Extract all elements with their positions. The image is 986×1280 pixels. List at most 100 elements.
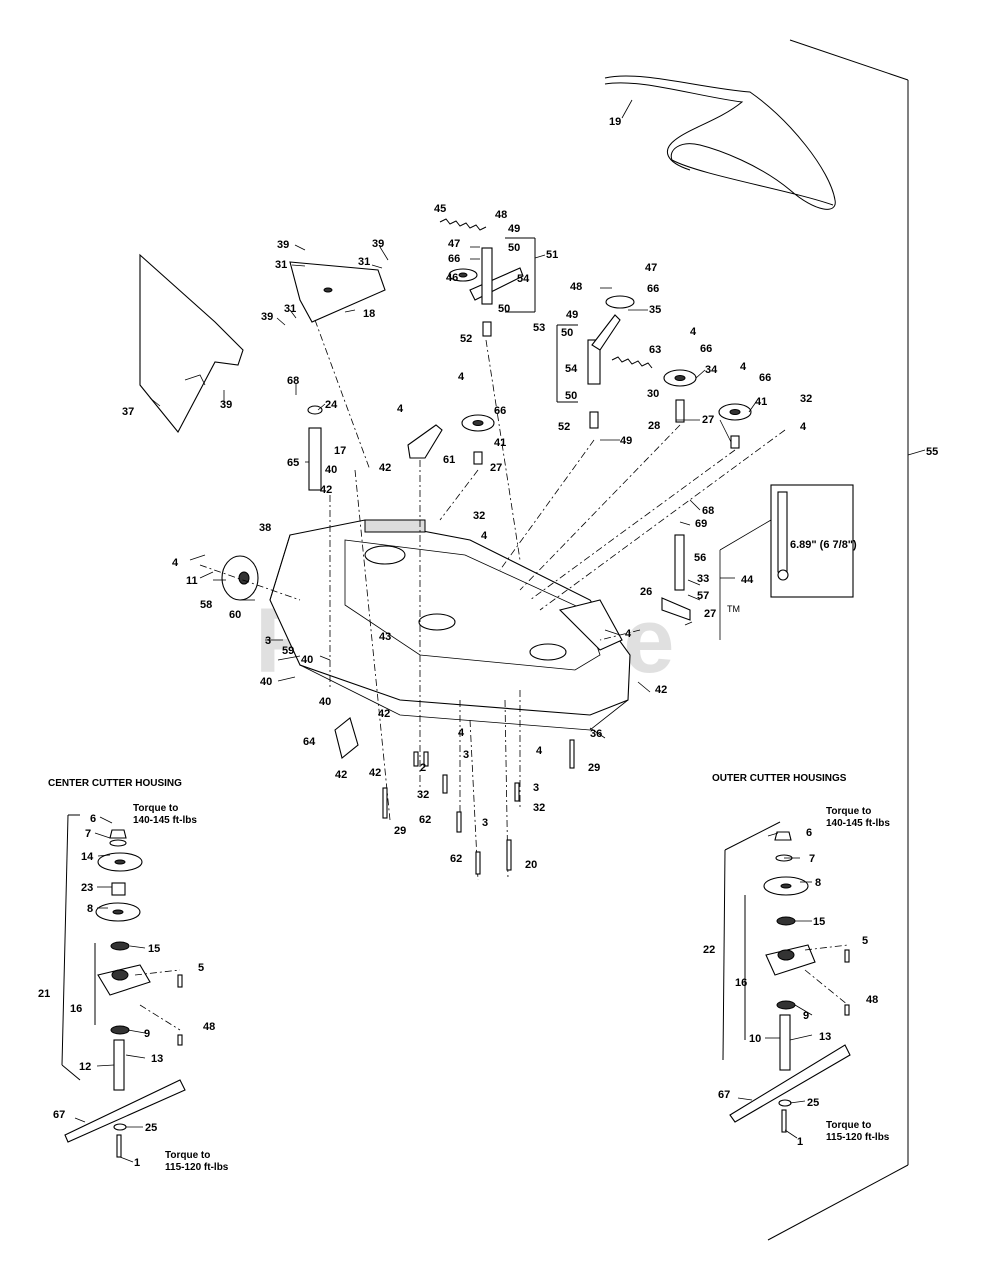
callout: 15 [148,943,160,955]
callout: 33 [697,573,709,585]
callout: 53 [533,322,545,334]
callout: 41 [755,396,767,408]
page-frame [767,39,926,1241]
callout: 49 [566,309,578,321]
callout: 39 [372,238,384,250]
callout: 17 [334,445,346,457]
callout: 61 [443,454,455,466]
callout: 51 [546,249,558,261]
callout: 25 [807,1097,819,1109]
callout: 64 [303,736,316,748]
callout: 8 [815,877,821,889]
lift-rod-65 [307,405,323,491]
callout: 5 [862,935,868,947]
callout: 47 [448,238,460,250]
callout: 67 [718,1089,730,1101]
callout: 13 [819,1031,831,1043]
callout: 15 [813,916,825,928]
callout: 55 [926,446,938,458]
callout: 5 [198,962,204,974]
torque-note-center-top-1: Torque to [133,803,178,814]
torque-note-center-top-2: 140-145 ft-lbs [133,815,197,826]
callout: 16 [70,1003,82,1015]
callout: 2 [420,762,426,774]
callout: 46 [446,272,458,284]
callout: 69 [695,518,707,530]
callout: 21 [38,988,50,1000]
callout: 31 [275,259,287,271]
callout: 68 [702,505,714,517]
callout: 4 [397,403,404,415]
torque-note-center-bottom-2: 115-120 ft-lbs [165,1162,229,1173]
callout: 44 [741,574,754,586]
callout: 66 [494,405,506,417]
callout: 66 [647,283,659,295]
callout: 12 [79,1061,91,1073]
callout: 60 [229,609,241,621]
callout: 40 [325,464,337,476]
callout: 66 [759,372,771,384]
callout: 52 [460,333,472,345]
callout: 43 [379,631,391,643]
callout: 49 [508,223,520,235]
callout: 62 [419,814,431,826]
torque-note-outer-top-2: 140-145 ft-lbs [826,818,890,829]
callout: 1 [797,1136,803,1148]
callout: 3 [482,817,488,829]
outer-cutter-housing [722,821,851,1133]
callout: 25 [145,1122,157,1134]
callout: 26 [640,586,652,598]
callout: 22 [703,944,715,956]
callout: 18 [363,308,375,320]
belt-cover-18 [289,261,386,323]
callout: 66 [700,343,712,355]
callout: 4 [481,530,488,542]
belt-19 [604,75,836,210]
callout: 1 [134,1157,140,1169]
callout: 4 [458,371,465,383]
callout: 42 [335,769,347,781]
callout: 63 [649,344,661,356]
springs [439,218,653,369]
callout: 62 [450,853,462,865]
torque-note-outer-bottom-1: Torque to [826,1120,871,1131]
callout: 41 [494,437,506,449]
callout: 11 [186,575,198,587]
callout: 49 [620,435,632,447]
callout: 54 [565,363,578,375]
callout: 16 [735,977,747,989]
bracket-64 [334,717,359,759]
callout: 20 [525,859,537,871]
leader-lines [74,816,849,1163]
callout: 48 [203,1021,215,1033]
callout: 29 [394,825,406,837]
callout: 38 [259,522,271,534]
callout: 13 [151,1053,163,1065]
callout: 9 [144,1028,150,1040]
callout: 45 [434,203,446,215]
callout: 66 [448,253,460,265]
callout: 27 [490,462,502,474]
callout: 50 [508,242,520,254]
callout: 50 [561,327,573,339]
callout: 34 [705,364,718,376]
callout: 27 [704,608,716,620]
center-housing-title: CENTER CUTTER HOUSING [48,778,182,789]
callout: 4 [458,727,465,739]
svg-text:TM: TM [727,604,740,614]
callout: 42 [655,684,667,696]
outer-housing-title: OUTER CUTTER HOUSINGS [712,773,847,784]
callout: 50 [498,303,510,315]
callout: 47 [645,262,657,274]
callout: 10 [749,1033,761,1045]
idler-arm-53 [556,295,635,429]
callout: 52 [558,421,570,433]
callout: 48 [866,994,878,1006]
height-adjust-44 [661,484,854,640]
callout: 31 [358,256,370,268]
callout: 57 [697,590,709,602]
torque-note-outer-top-1: Torque to [826,806,871,817]
callout: 31 [284,303,296,315]
callout: 42 [320,484,332,496]
